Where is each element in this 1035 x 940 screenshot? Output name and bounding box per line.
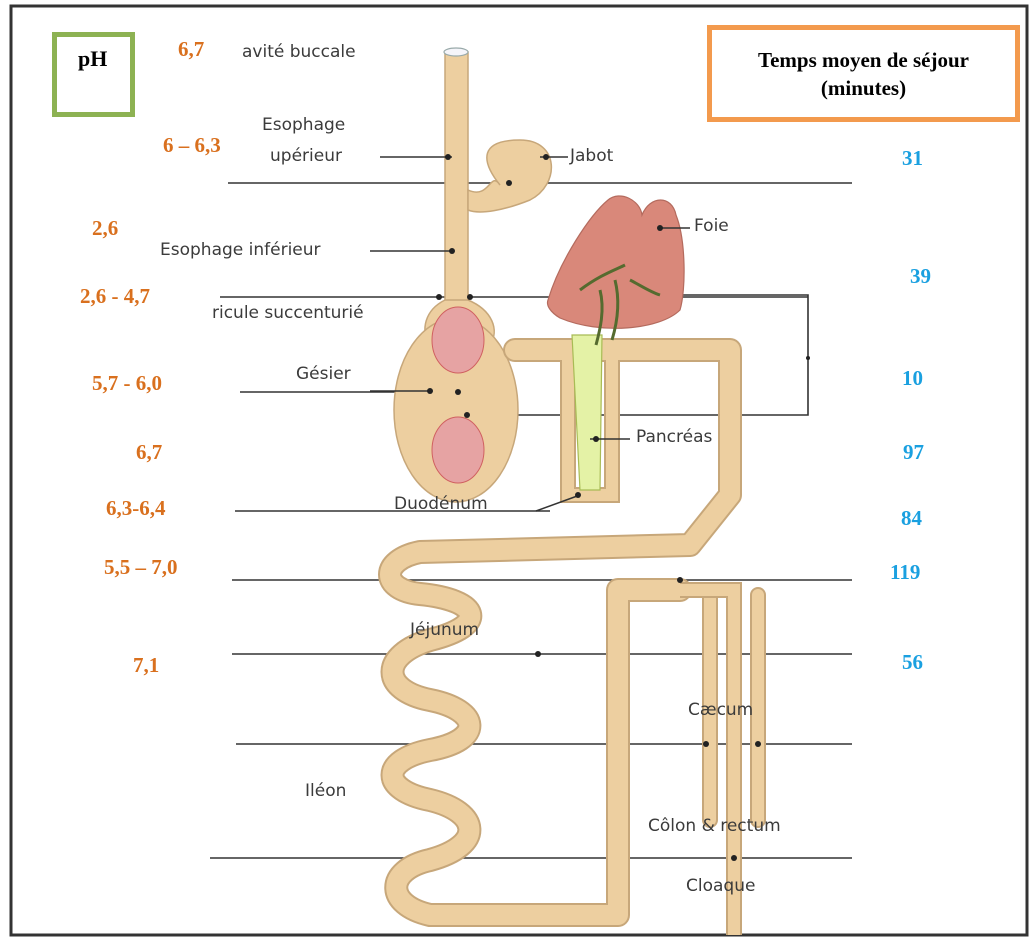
bile-ducts [579,263,661,346]
label-caecum: Cæcum [688,700,754,720]
label-pancreas: Pancréas [636,427,713,447]
time-header-line1: Temps moyen de séjour [758,48,969,72]
pancreas [571,334,603,491]
esophagus [444,51,469,313]
label-cloaque: Cloaque [686,876,756,896]
time-value: 97 [903,440,924,464]
time-value: 39 [910,264,931,288]
gizzard-lower-pink [431,416,485,484]
label-oesophage-inferieur: Esophage inférieur [160,240,321,260]
label-ventricule: ricule succenturié [212,303,364,323]
time-value: 84 [901,506,922,530]
section-lines [210,182,852,859]
crop-jabot [467,139,553,213]
label-ileon: Iléon [305,781,347,801]
liver [546,195,685,329]
ph-value: 5,7 - 6,0 [92,371,162,395]
ph-header-box [52,32,135,117]
label-jejunum: Jéjunum [410,620,480,640]
label-jabot: Jabot [570,146,614,166]
time-value: 31 [902,146,923,170]
ph-value: 6,7 [136,440,163,464]
label-duodenum: Duodénum [394,494,488,514]
label-cavite-buccale: avité buccale [242,42,356,62]
time-header-box [707,25,1020,122]
label-gesier: Gésier [296,364,351,384]
label-colon: Côlon & rectum [648,816,781,836]
ph-value: 2,6 - 4,7 [80,284,150,308]
ph-value: 6,3-6,4 [106,496,166,520]
label-foie: Foie [694,216,729,236]
time-value: 56 [902,650,923,674]
gizzard-upper-pink [431,306,485,374]
ph-value: 2,6 [92,216,119,240]
ph-value: 7,1 [133,653,160,677]
esophagus-top [443,47,469,57]
time-value: 10 [902,366,923,390]
liver-pancreas-bracket [467,294,809,416]
time-header-line2: (minutes) [820,76,907,101]
time-value: 119 [890,560,921,584]
ph-header-title: pH [78,46,108,71]
label-oesophage-superieur-2: upérieur [270,146,342,166]
ph-value: 5,5 – 7,0 [104,555,178,579]
time-header-title: Temps moyen de séjour (minutes) [712,46,1015,103]
ph-value: 6 – 6,3 [163,133,221,157]
diagram-frame [9,4,1029,937]
ph-value: 6,7 [178,37,205,61]
label-oesophage-superieur-1: Esophage [262,115,346,135]
